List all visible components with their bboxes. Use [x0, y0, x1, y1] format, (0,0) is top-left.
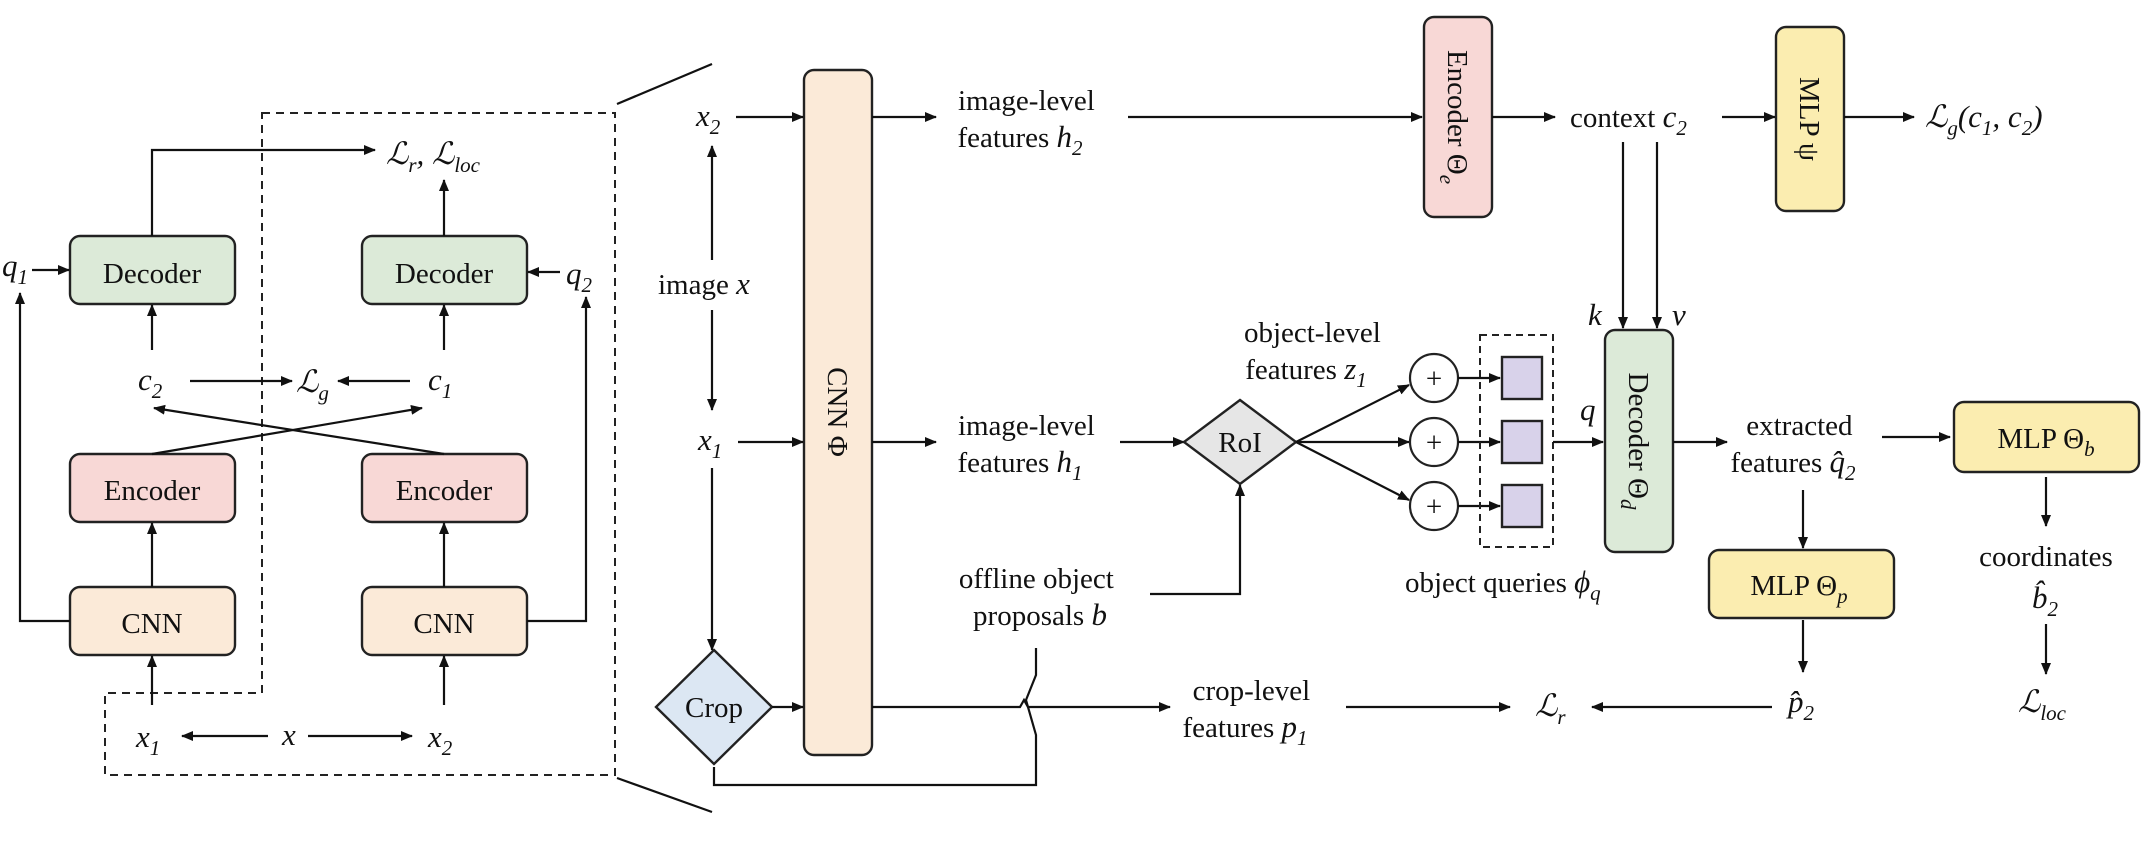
q-label: q	[1580, 392, 1596, 427]
object-query-2	[1500, 419, 1544, 465]
b2hat-label: b̂2	[2032, 580, 2059, 621]
crop-level-features-p1: crop-level features p1	[1182, 675, 1317, 750]
cnn-phi-box	[802, 68, 874, 757]
c2-label: c2	[138, 362, 163, 403]
encoder-theta-e-label: Encoder Θe	[1435, 50, 1473, 184]
right-cnn-label: CNN	[413, 608, 474, 640]
image-level-features-h1: image-level features h1	[957, 410, 1102, 485]
mlp-theta-p-label: MLP Θp	[1750, 570, 1847, 608]
mlp-psi-box	[1774, 25, 1846, 213]
object-queries-label: object queries ϕq	[1405, 564, 1601, 605]
object-level-features-z1: object-level features z1	[1244, 317, 1388, 392]
crop-label: Crop	[685, 692, 743, 724]
x2-left-label: x2	[427, 719, 453, 760]
v-label: v	[1672, 297, 1686, 332]
mlp-psi-label: MLP ψ	[1793, 77, 1825, 161]
c1-label: c1	[428, 362, 452, 403]
image-level-features-h2: image-level features h2	[957, 85, 1102, 160]
mlp-theta-b-box	[1952, 400, 2141, 474]
coordinates-label: coordinates	[1979, 541, 2113, 573]
q1-label: q1	[2, 248, 28, 289]
x1-right-label: x1	[697, 422, 722, 463]
right-decoder-label: Decoder	[395, 258, 494, 290]
roi-diamond	[1182, 398, 1298, 486]
lloc-label: ℒloc	[2018, 684, 2067, 725]
x1-left-label: x1	[135, 719, 160, 760]
plus-node-3-label: +	[1426, 491, 1442, 523]
object-queries-outline	[1479, 334, 1554, 548]
plus-node-2-label: +	[1426, 427, 1442, 459]
mlp-theta-p-box	[1707, 548, 1896, 620]
decoder-theta-d-label: Decoder Θd	[1616, 373, 1654, 510]
lg-label: ℒg	[296, 364, 329, 405]
loss-top-label: ℒr, ℒloc	[386, 136, 481, 177]
x-left-label: x	[281, 717, 296, 752]
left-panel: Decoder Decoder Encoder Encoder CNN CNN …	[2, 62, 713, 814]
q2-label: q2	[566, 256, 593, 297]
right-encoder-label: Encoder	[396, 475, 493, 507]
lg-output-label: ℒg(c1, c2)	[1925, 99, 2043, 140]
right-panel: CNN Φ Crop x2 x1 image x image-level fea…	[654, 15, 2141, 787]
left-decoder-label: Decoder	[103, 258, 202, 290]
left-cnn-label: CNN	[121, 608, 182, 640]
offline-object-proposals: offline object proposals b	[959, 563, 1121, 632]
roi-label: RoI	[1218, 427, 1262, 459]
cnn-phi-label: CNN Φ	[821, 367, 853, 457]
context-c2-label: context c2	[1570, 99, 1687, 140]
image-x-label: image x	[658, 266, 750, 301]
x2-right-label: x2	[695, 98, 721, 139]
object-query-3	[1500, 483, 1544, 529]
left-encoder-label: Encoder	[104, 475, 201, 507]
k-label: k	[1588, 297, 1603, 332]
mlp-theta-b-label: MLP Θb	[1997, 423, 2094, 461]
lr-label: ℒr	[1535, 688, 1566, 729]
object-query-1	[1500, 355, 1544, 401]
extracted-features-q2hat: extracted features q̂2	[1730, 410, 1859, 485]
plus-node-1-label: +	[1426, 363, 1442, 395]
crop-diamond	[654, 648, 774, 766]
p2hat-label: p̂2	[1786, 684, 1815, 725]
dashed-group-outline	[104, 112, 616, 776]
